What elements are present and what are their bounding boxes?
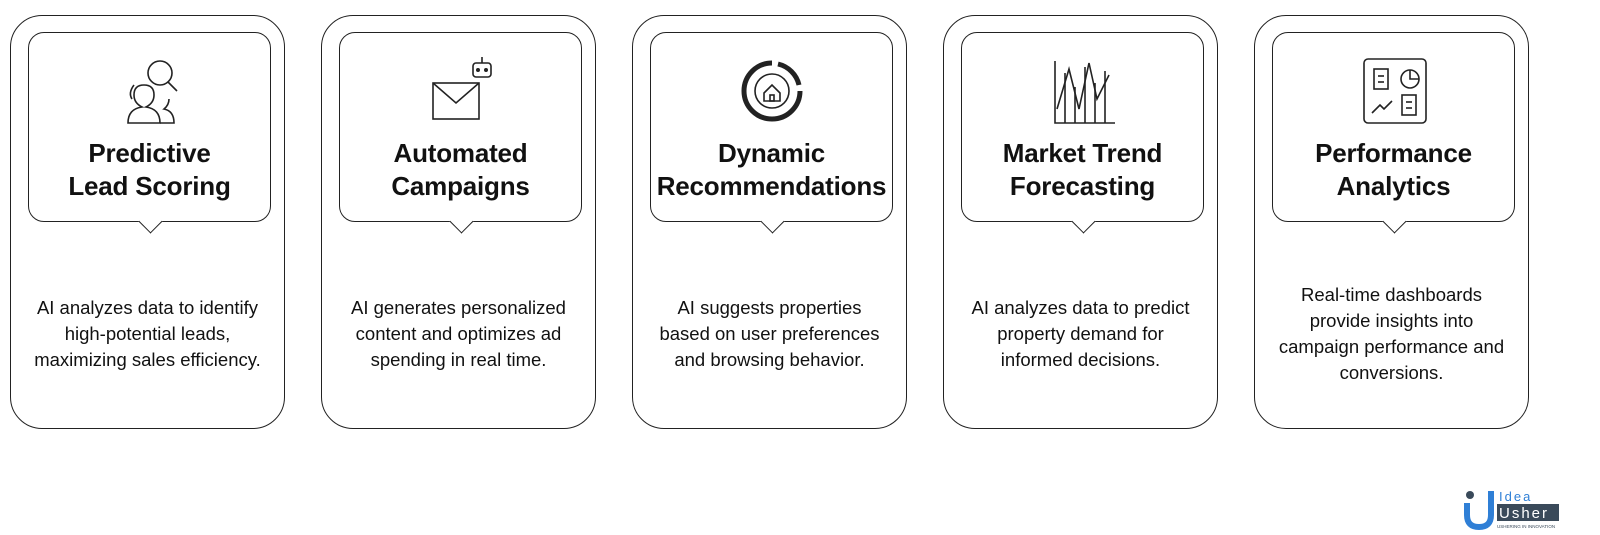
card-header: Performance Analytics (1272, 32, 1515, 222)
idea-usher-logo: Idea Usher USHERING IN INNOVATION (1463, 485, 1598, 531)
card-description: AI analyzes data to predict property dem… (971, 297, 1190, 370)
card-title: Dynamic Recommendations (656, 138, 887, 201)
svg-text:USHERING IN INNOVATION: USHERING IN INNOVATION (1497, 524, 1555, 529)
home-target-icon (741, 60, 802, 122)
svg-text:Usher: Usher (1499, 505, 1549, 522)
card-title: Market Trend Forecasting (1002, 138, 1163, 201)
card-automated-campaigns: Automated Campaigns AI generates persona… (321, 15, 596, 429)
card-title: Predictive Lead Scoring (68, 138, 231, 201)
card-header: Market Trend Forecasting (961, 32, 1204, 222)
card-description: AI analyzes data to identify high-potent… (34, 297, 261, 370)
people-search-icon (126, 60, 178, 124)
card-market-trend-forecasting: Market Trend Forecasting AI analyzes dat… (943, 15, 1218, 429)
card-performance-analytics: Performance Analytics Real-time dashboar… (1254, 15, 1529, 429)
card-title: Automated Campaigns (391, 138, 530, 201)
envelope-robot-icon (431, 57, 492, 120)
trend-chart-icon (1053, 61, 1115, 124)
card-predictive-lead-scoring: Predictive Lead Scoring AI analyzes data… (10, 15, 285, 429)
card-header: Automated Campaigns (339, 32, 582, 222)
card-header: Dynamic Recommendations (650, 32, 893, 222)
svg-text:Idea: Idea (1499, 489, 1532, 504)
card-dynamic-recommendations: Dynamic Recommendations AI suggests prop… (632, 15, 907, 429)
card-description: AI generates personalized content and op… (351, 297, 566, 370)
dashboard-icon (1362, 58, 1427, 124)
card-title: Performance Analytics (1315, 138, 1472, 201)
card-header: Predictive Lead Scoring (28, 32, 271, 222)
card-description: Real-time dashboards provide insights in… (1278, 284, 1505, 383)
card-description: AI suggests properties based on user pre… (659, 297, 880, 370)
